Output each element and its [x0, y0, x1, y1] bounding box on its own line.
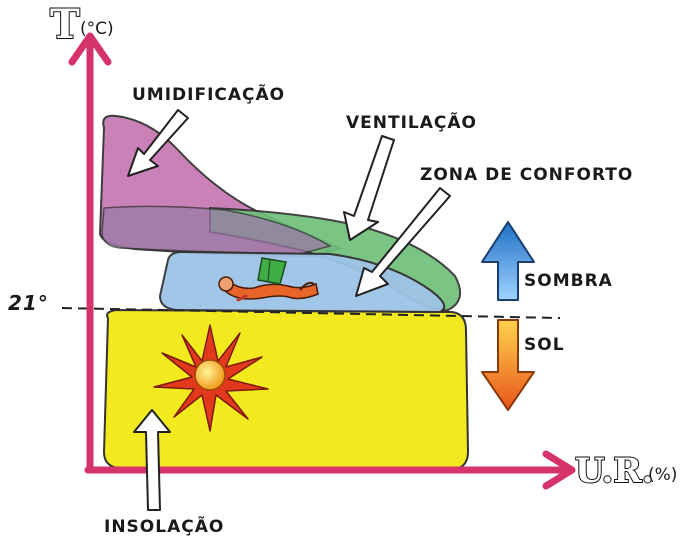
zona-conforto-region: [158, 250, 446, 314]
x-axis-unit: (%): [648, 465, 677, 485]
person-reading-icon: [218, 257, 319, 302]
x-axis-title: U.R.: [575, 451, 653, 491]
zona-conforto-label: ZONA DE CONFORTO: [420, 165, 633, 185]
sombra-label: SOMBRA: [524, 271, 613, 291]
sol-arrow: [481, 319, 535, 411]
umidificacao-pointer-arrow: [127, 109, 189, 177]
y-axis-arrowhead: [68, 32, 112, 66]
ventilacao-pointer-arrow: [343, 135, 395, 241]
sombra-arrow: [481, 221, 535, 301]
y-axis-title: T: [50, 1, 80, 48]
insolacao-label: INSOLAÇÃO: [104, 514, 224, 537]
insolacao-pointer-arrow: [133, 409, 171, 511]
ventilacao-label: VENTILAÇÃO: [346, 110, 477, 133]
threshold-label: 21°: [8, 291, 49, 315]
umidificacao-label: UMIDIFICAÇÃO: [132, 82, 285, 105]
sun-icon: [153, 324, 269, 432]
zona-conforto-pointer-arrow: [355, 187, 451, 297]
y-axis-unit: (°C): [80, 19, 114, 39]
insolacao-region: [102, 308, 470, 472]
x-axis-arrowhead: [542, 450, 576, 490]
sol-label: SOL: [524, 335, 565, 355]
threshold-line: [61, 307, 561, 319]
overlap-band: [101, 205, 332, 255]
